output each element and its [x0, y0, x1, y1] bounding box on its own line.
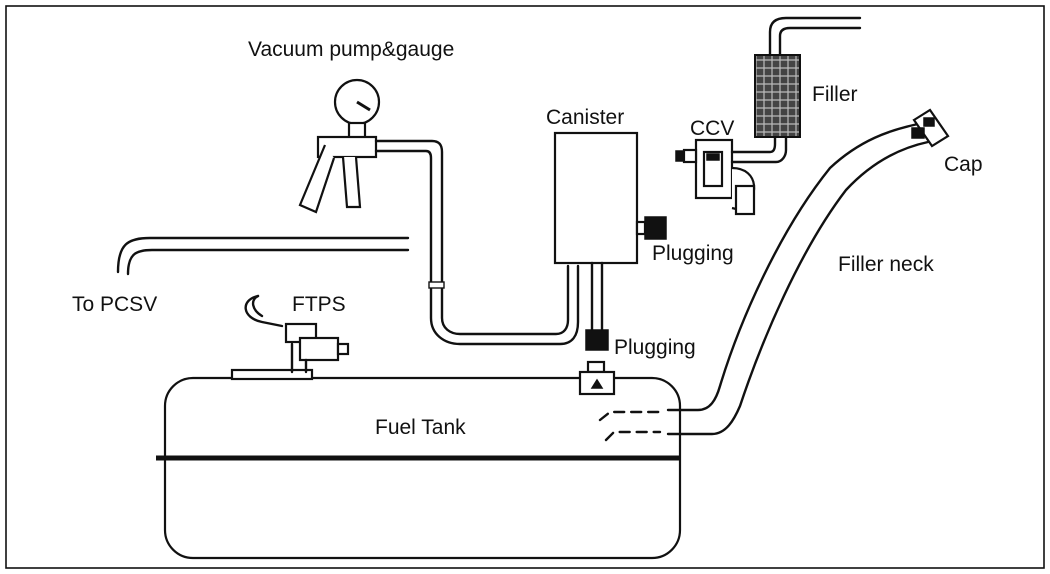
- vacuum-pump-gauge: [298, 78, 381, 214]
- filler-filter: [730, 16, 862, 164]
- fuel-tank-label: Fuel Tank: [375, 416, 466, 439]
- to-pcsv-label: To PCSV: [72, 293, 157, 316]
- pcsv-line: [116, 236, 410, 276]
- plugging-canister-label: Plugging: [652, 242, 734, 265]
- diagram-frame: [5, 5, 1045, 569]
- tank-fitting: [578, 360, 616, 396]
- canister: [553, 131, 639, 265]
- vacuum-hose: [374, 139, 580, 346]
- canister-label: Canister: [546, 106, 624, 129]
- vacuum-pump-label: Vacuum pump&gauge: [248, 38, 454, 61]
- canister-plug: [644, 216, 667, 240]
- cap-label: Cap: [944, 153, 983, 176]
- canister-vent-line: [585, 261, 609, 351]
- ftps-label: FTPS: [292, 293, 346, 316]
- filler-neck: [598, 122, 930, 442]
- ccv-valve: [675, 138, 756, 216]
- ccv-label: CCV: [690, 117, 734, 140]
- canister-port: [635, 220, 647, 236]
- fuel-cap: [911, 108, 950, 148]
- ftps-sensor: [244, 294, 350, 374]
- plugging-line-label: Plugging: [614, 336, 696, 359]
- filler-label: Filler: [812, 83, 858, 106]
- filler-neck-label: Filler neck: [838, 253, 934, 276]
- fuel-tank: [156, 368, 682, 560]
